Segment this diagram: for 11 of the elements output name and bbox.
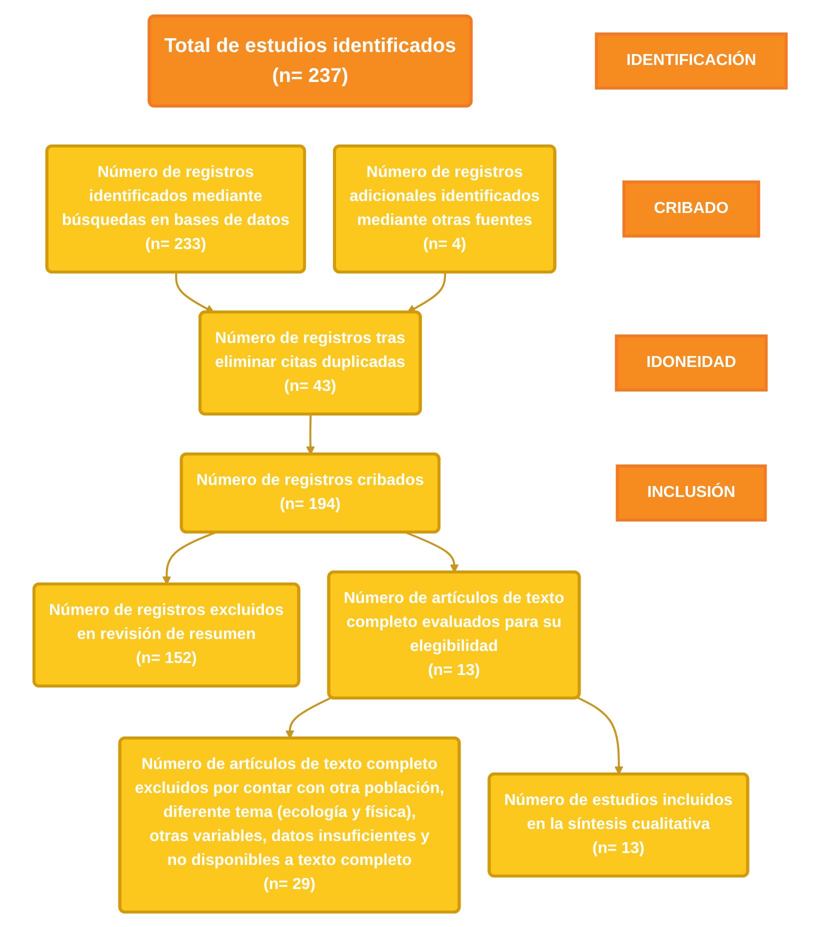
arrow [175, 272, 214, 312]
node-box: INCLUSIÓN [616, 464, 767, 521]
arrow [577, 696, 624, 774]
arrow [285, 696, 332, 738]
node-box: IDENTIFICACIÓN [594, 32, 788, 89]
node-box: IDONEIDAD [614, 334, 768, 391]
arrow [406, 272, 446, 312]
node-box: CRIBADO [622, 180, 760, 237]
arrow [162, 531, 216, 584]
arrow [405, 531, 459, 572]
arrow [306, 414, 315, 454]
